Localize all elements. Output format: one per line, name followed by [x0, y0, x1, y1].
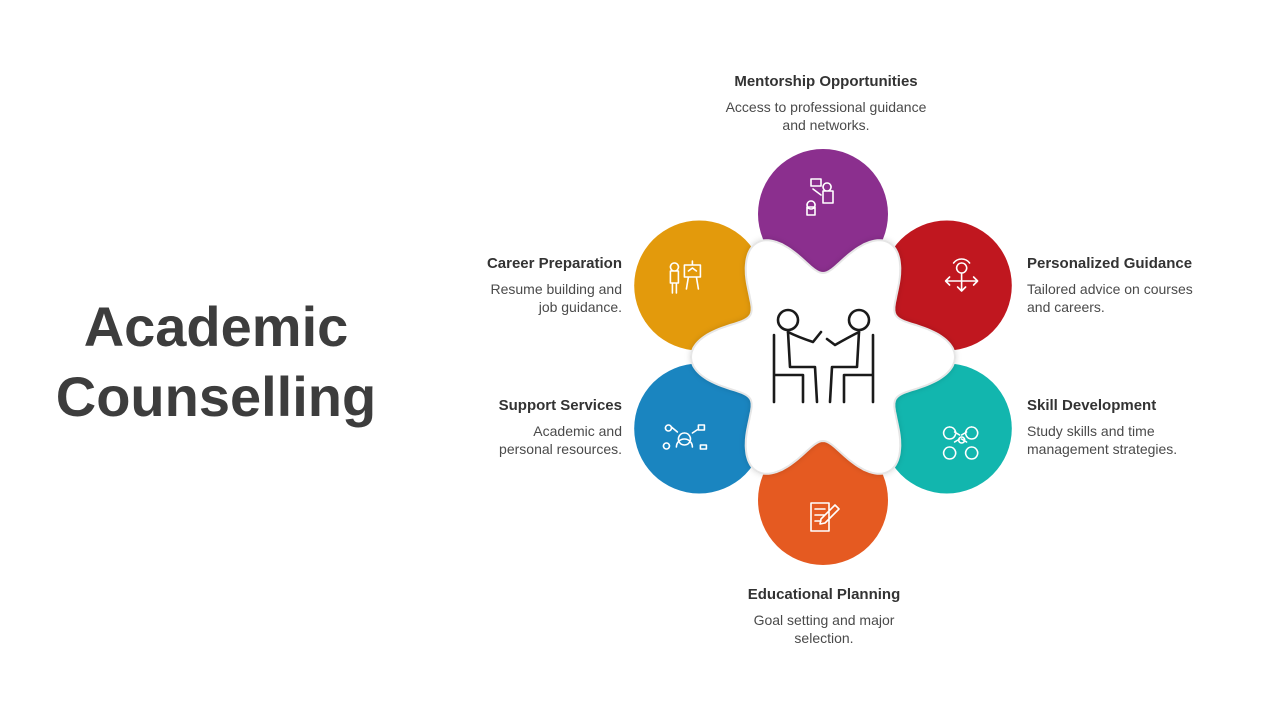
mentor-presentation-icon	[806, 178, 834, 216]
label-heading: Career Preparation	[486, 255, 622, 272]
label-description: Academic and personal resources.	[362, 422, 622, 458]
label-description-line-1: Study skills and time	[1027, 423, 1155, 439]
label-description-line-2: personal resources.	[499, 441, 622, 457]
petal-educational	[758, 435, 888, 565]
counselling-session-icon	[772, 308, 875, 404]
skills-network-icon	[942, 426, 979, 460]
petal-mentorship	[758, 149, 888, 279]
label-heading: Skill Development	[1027, 397, 1157, 414]
label-description-line-1: Access to professional guidance	[725, 99, 927, 115]
label-heading: Educational Planning	[747, 586, 901, 603]
label-description: Goal setting and major selection.	[694, 611, 954, 647]
title-line-2: Counselling	[55, 365, 377, 428]
label-description-line-2: selection.	[794, 630, 854, 646]
label-description: Tailored advice on courses and careers.	[1027, 280, 1280, 316]
label-description-line-2: and networks.	[782, 117, 870, 133]
petal-personalized	[881, 220, 1012, 351]
label-heading: Mentorship Opportunities	[734, 73, 918, 90]
support-network-icon	[662, 424, 708, 450]
label-description-line-1: Academic and	[533, 423, 622, 439]
label-description-line-1: Tailored advice on courses	[1027, 281, 1193, 297]
label-description-line-2: job guidance.	[538, 299, 622, 315]
petal-career	[634, 220, 765, 351]
notepad-pen-icon	[810, 502, 840, 532]
page-title: Academic Counselling	[30, 292, 402, 432]
label-heading: Personalized Guidance	[1027, 255, 1193, 272]
label-description: Study skills and time management strategi…	[1027, 422, 1280, 458]
center-hub	[689, 239, 957, 475]
label-description-line-1: Goal setting and major	[753, 612, 895, 628]
label-heading: Support Services	[498, 397, 622, 414]
label-description: Resume building and job guidance.	[362, 280, 622, 316]
title-line-1: Academic	[83, 295, 349, 358]
label-description-line-1: Resume building and	[490, 281, 622, 297]
label-description-line-2: management strategies.	[1027, 441, 1178, 457]
label-description: Access to professional guidance and netwo…	[696, 98, 956, 134]
label-description-line-2: and careers.	[1027, 299, 1105, 315]
direction-arrows-icon	[944, 258, 979, 292]
career-board-icon	[669, 260, 702, 294]
